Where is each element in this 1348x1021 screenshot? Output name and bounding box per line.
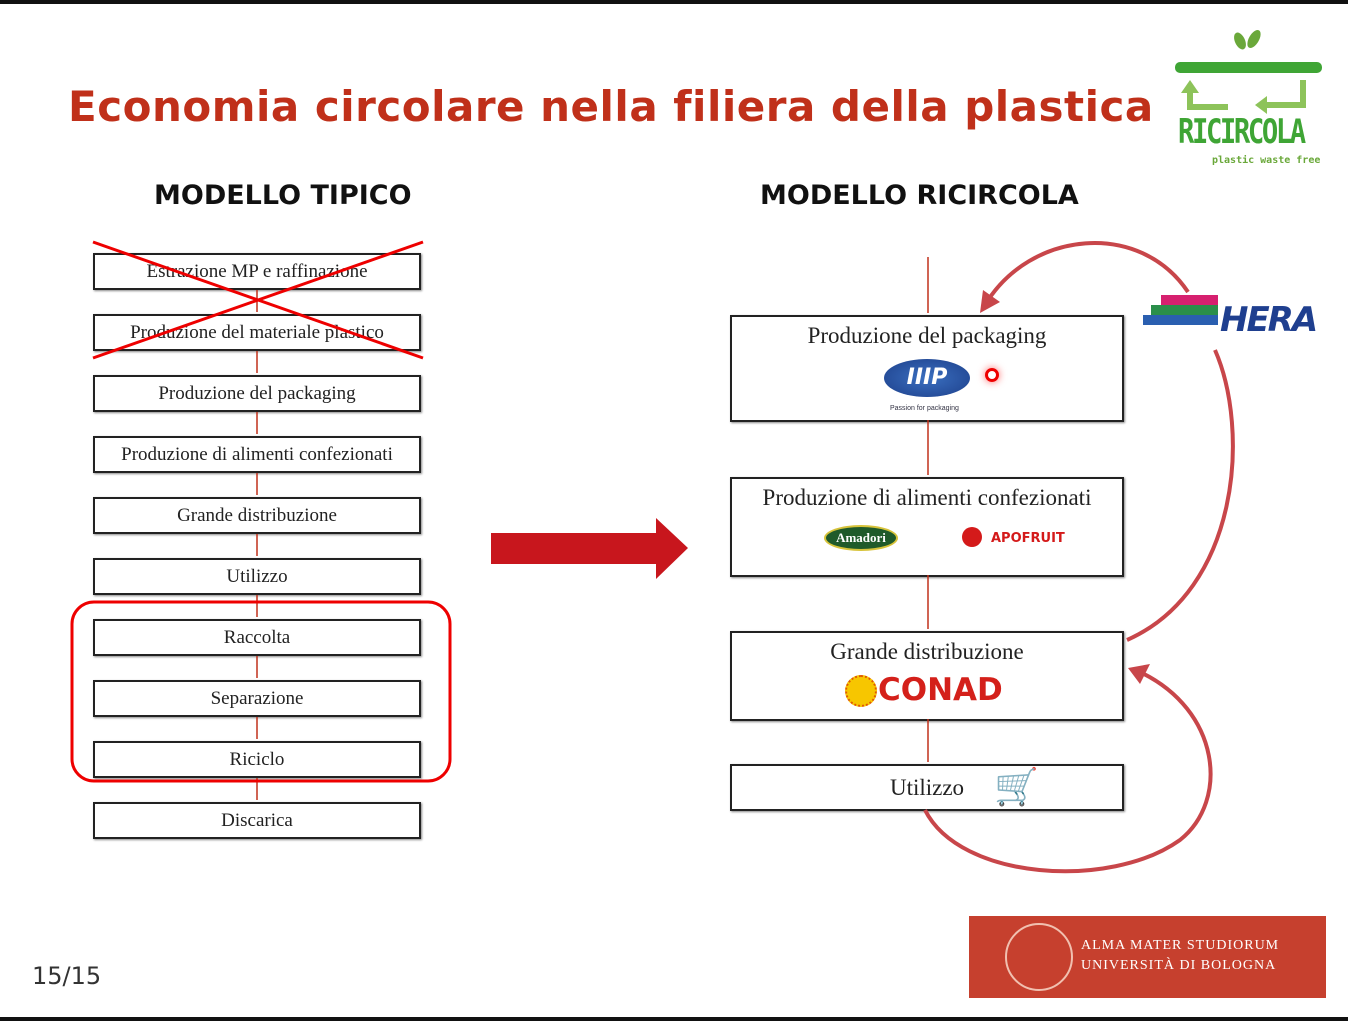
loop-arrowhead	[1128, 664, 1150, 684]
logo-name: RICIRCOLA	[1178, 112, 1306, 152]
ricircola-step-packaging: Produzione del packaging IIIP Passion fo…	[730, 315, 1124, 422]
ricircola-step-distribuzione: Grande distribuzione CONAD	[730, 631, 1124, 721]
step-raccolta: Raccolta	[93, 619, 421, 656]
slide-title: Economia circolare nella filiera della p…	[68, 82, 1154, 131]
step-produzione-materiale: Produzione del materiale plastico	[93, 314, 421, 351]
loop-arrowhead	[980, 290, 1000, 313]
logo-tagline: plastic waste free	[1212, 155, 1321, 166]
leaf-recycle-icon	[1175, 29, 1322, 114]
footer-line2: UNIVERSITÀ DI BOLOGNA	[1081, 958, 1277, 973]
step-riciclo: Riciclo	[93, 741, 421, 778]
big-right-arrow	[491, 518, 688, 579]
amadori-logo: Amadori	[824, 525, 898, 551]
step-utilizzo: Utilizzo	[93, 558, 421, 595]
shopping-cart-icon: 🛒	[994, 767, 1039, 807]
step-separazione: Separazione	[93, 680, 421, 717]
top-bar	[0, 0, 1348, 4]
flower-icon	[845, 675, 877, 707]
page-number: 15/15	[32, 962, 102, 990]
step-alimenti: Produzione di alimenti confezionati	[93, 436, 421, 473]
ricircola-step-utilizzo: Utilizzo 🛒	[730, 764, 1124, 811]
step-distribuzione: Grande distribuzione	[93, 497, 421, 534]
footer-line1: ALMA MATER STUDIORUM	[1081, 938, 1280, 953]
right-heading: MODELLO RICIRCOLA	[760, 180, 1079, 211]
apofruit-logo: APOFRUIT	[991, 531, 1065, 546]
left-heading: MODELLO TIPICO	[154, 180, 412, 211]
bottom-bar	[0, 1017, 1348, 1021]
university-seal-icon	[1005, 923, 1073, 991]
ricircola-step-alimenti: Produzione di alimenti confezionati Amad…	[730, 477, 1124, 577]
step-discarica: Discarica	[93, 802, 421, 839]
conad-logo: CONAD	[878, 672, 1003, 708]
step-produzione-packaging: Produzione del packaging	[93, 375, 421, 412]
cursor-indicator	[985, 368, 999, 382]
ricircola-logo: RICIRCOLA plastic waste free	[1170, 25, 1330, 175]
apple-icon	[962, 527, 982, 547]
iip-logo: IIIP	[884, 359, 970, 397]
hera-name: HERA	[1220, 300, 1318, 340]
hera-logo	[1143, 295, 1218, 350]
unibo-footer-logo: ALMA MATER STUDIORUM UNIVERSITÀ DI BOLOG…	[969, 916, 1326, 998]
step-estrazione: Estrazione MP e raffinazione	[93, 253, 421, 290]
iip-tagline: Passion for packaging	[890, 405, 959, 412]
